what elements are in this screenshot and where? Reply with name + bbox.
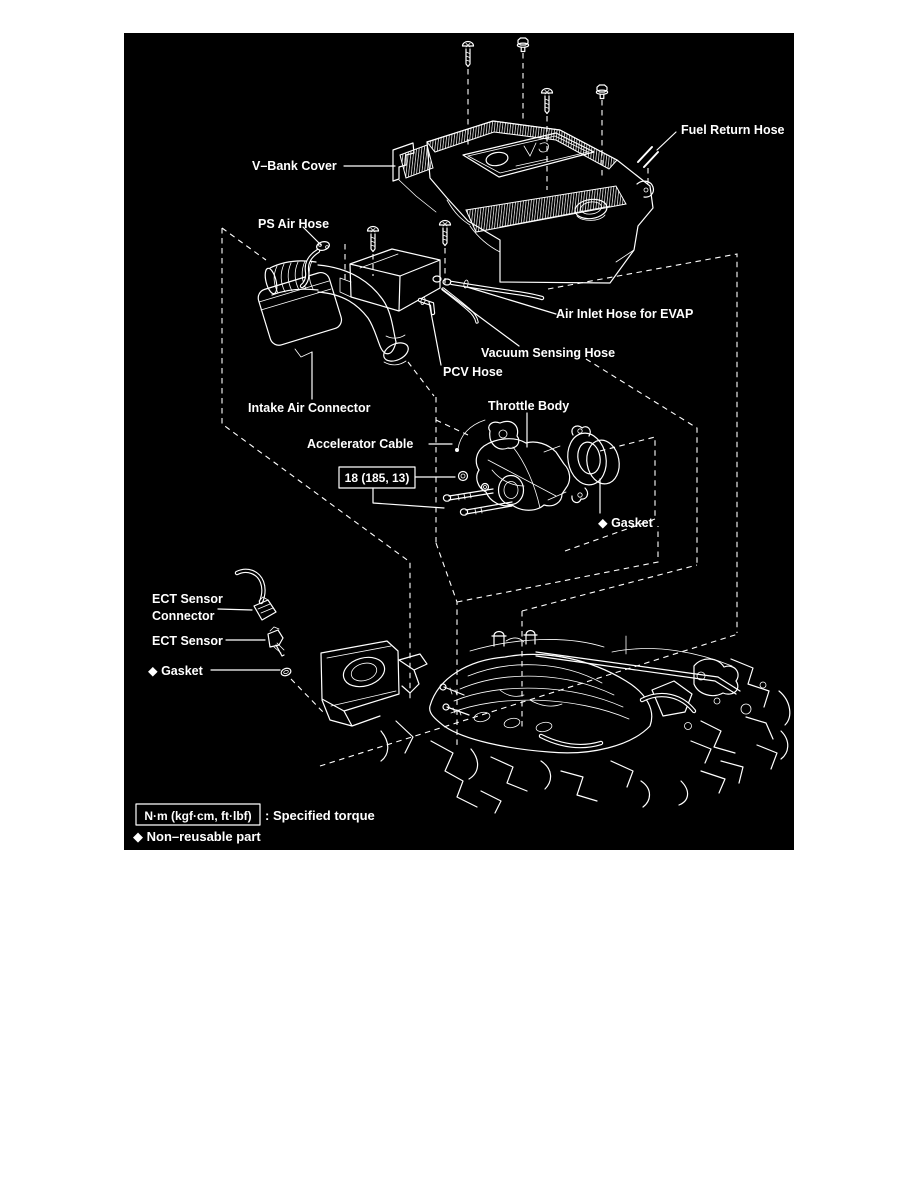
legend-torque-meaning: : Specified torque bbox=[265, 808, 375, 823]
label-gasket-throttle: ◆ Gasket bbox=[598, 516, 654, 530]
label-throttle-body: Throttle Body bbox=[488, 399, 569, 413]
part-labels: Fuel Return Hose V–Bank Cover PS Air Hos… bbox=[148, 123, 785, 678]
label-air-inlet-hose-evap: Air Inlet Hose for EVAP bbox=[556, 307, 693, 321]
label-vacuum-sensing-hose: Vacuum Sensing Hose bbox=[481, 346, 615, 360]
throttle-body-drawing bbox=[442, 419, 620, 516]
label-ect-sensor: ECT Sensor bbox=[152, 634, 223, 648]
label-ps-air-hose: PS Air Hose bbox=[258, 217, 329, 231]
legend-torque-symbol: N·m (kgf·cm, ft·lbf) bbox=[144, 809, 251, 823]
label-ect-sensor-connector-2: Connector bbox=[152, 609, 215, 623]
legend-non-reusable: ◆ Non–reusable part bbox=[133, 829, 261, 844]
torque-spec-callout: 18 (185, 13) bbox=[338, 466, 416, 489]
projection-dashed-lines bbox=[221, 227, 739, 767]
label-intake-air-connector: Intake Air Connector bbox=[248, 401, 371, 415]
engine-assembly-drawing bbox=[320, 629, 791, 814]
label-v-bank-cover: V–Bank Cover bbox=[252, 159, 337, 173]
label-accelerator-cable: Accelerator Cable bbox=[307, 437, 413, 451]
torque-spec-value: 18 (185, 13) bbox=[345, 471, 410, 485]
diagram-canvas: Fuel Return Hose V–Bank Cover PS Air Hos… bbox=[124, 33, 794, 850]
legend: N·m (kgf·cm, ft·lbf) : Specified torque … bbox=[133, 803, 375, 844]
cover-bolts bbox=[461, 37, 609, 190]
ect-sensor-parts bbox=[234, 568, 325, 714]
v-bank-cover-drawing bbox=[392, 120, 655, 284]
leader-lines bbox=[210, 165, 557, 671]
label-fuel-return-hose: Fuel Return Hose bbox=[681, 123, 785, 137]
label-pcv-hose: PCV Hose bbox=[443, 365, 503, 379]
intake-air-connector-drawing bbox=[257, 260, 409, 366]
fuel-return-hose-mark bbox=[637, 131, 677, 188]
label-ect-sensor-connector-1: ECT Sensor bbox=[152, 592, 223, 606]
label-gasket-ect: ◆ Gasket bbox=[148, 664, 204, 678]
exploded-view-diagram: Fuel Return Hose V–Bank Cover PS Air Hos… bbox=[133, 37, 791, 844]
